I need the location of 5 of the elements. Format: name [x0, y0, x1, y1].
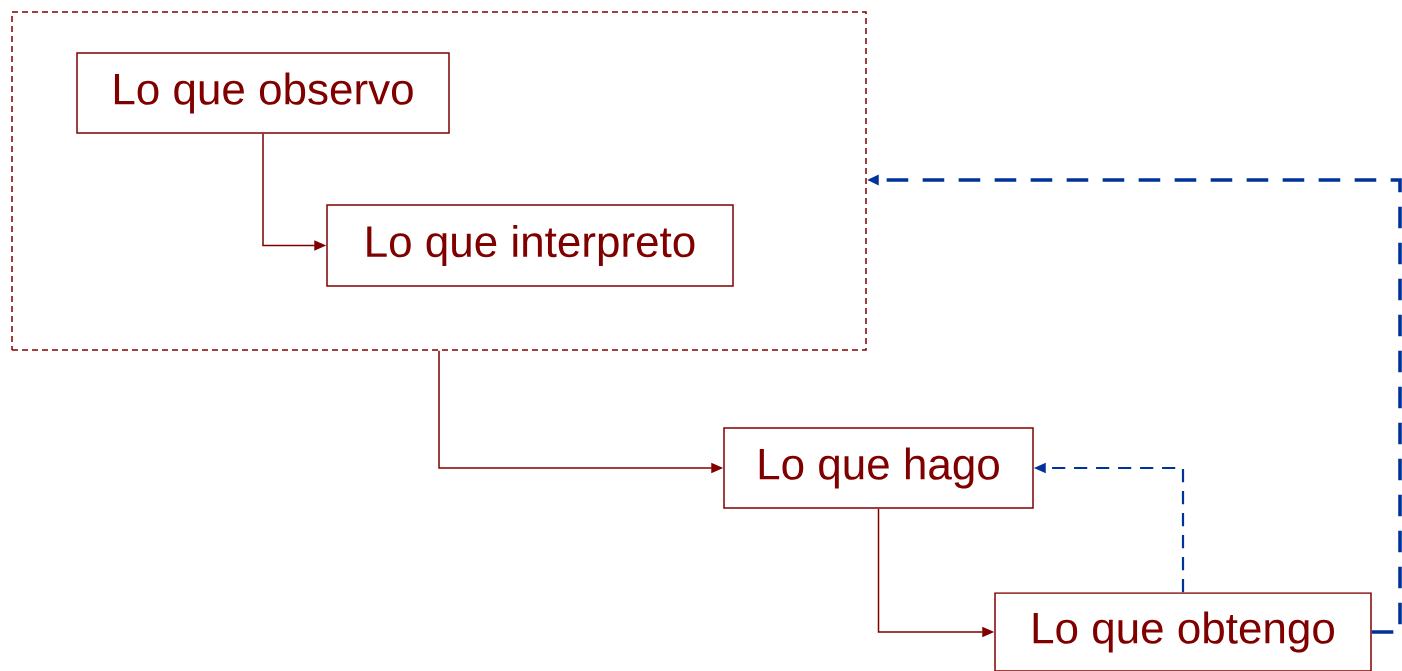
process-box: Lo que obtengo — [994, 592, 1372, 671]
process-box: Lo que hago — [723, 427, 1034, 509]
process-box: Lo que interpreto — [326, 204, 734, 287]
process-box: Lo que observo — [76, 52, 450, 134]
dashed-group-box — [11, 11, 867, 351]
